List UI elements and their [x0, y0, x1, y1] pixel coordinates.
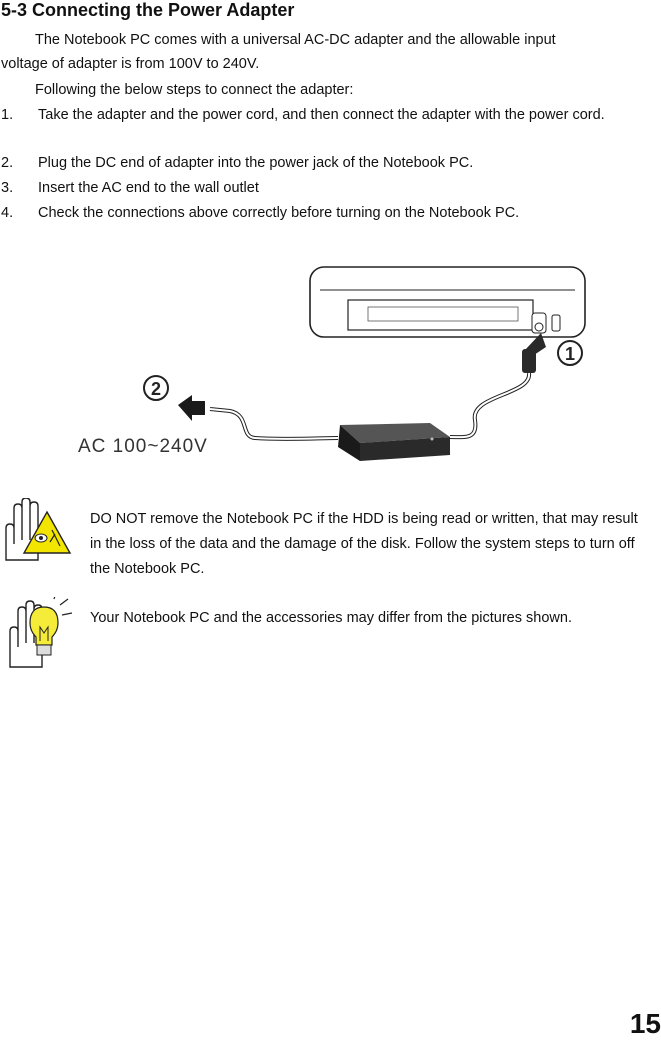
warning-hand-icon: [0, 498, 72, 572]
step-number: 2.: [1, 155, 14, 171]
intro-line-2: voltage of adapter is from 100V to 240V.: [1, 56, 260, 72]
step-number: 1.: [1, 107, 14, 123]
step-text: Insert the AC end to the wall outlet: [38, 180, 259, 196]
step-text: Check the connections above correctly be…: [38, 205, 520, 221]
ac-voltage-label: AC 100~240V: [78, 436, 208, 457]
page-number: 15: [629, 1008, 661, 1039]
step-item: 1. Take the adapter and the power cord, …: [0, 103, 660, 151]
step-number: 3.: [1, 180, 14, 196]
step-item: 3. Insert the AC end to the wall outlet: [0, 176, 660, 200]
svg-text:1: 1: [565, 344, 575, 364]
intro-line-1: The Notebook PC comes with a universal A…: [35, 32, 556, 48]
step-text: Plug the DC end of adapter into the powe…: [38, 155, 474, 171]
ac-adapter-icon: [338, 423, 450, 461]
step-item: 2. Plug the DC end of adapter into the p…: [0, 151, 660, 175]
step-text: Take the adapter and the power cord, and…: [38, 107, 605, 123]
warning-note-text: DO NOT remove the Notebook PC if the HDD…: [90, 511, 638, 577]
tip-lightbulb-hand-icon: [4, 597, 76, 671]
direction-arrow-icon: [178, 395, 205, 421]
steps-intro: Following the below steps to connect the…: [35, 82, 354, 98]
svg-text:2: 2: [151, 379, 161, 399]
step-item: 4. Check the connections above correctly…: [0, 201, 660, 225]
tip-note-text: Your Notebook PC and the accessories may…: [90, 610, 572, 626]
adapter-connection-illustration: 1 2 AC 100~240V: [78, 266, 586, 461]
adapter-connection-figure: 1 2 AC 100~240V: [70, 255, 590, 470]
callout-1: 1: [557, 340, 583, 366]
dc-plug-icon: [522, 333, 546, 373]
callout-2: 2: [143, 375, 169, 401]
step-number: 4.: [1, 205, 14, 221]
section-title: 5-3 Connecting the Power Adapter: [1, 0, 295, 20]
notebook-rear-icon: [309, 266, 586, 338]
